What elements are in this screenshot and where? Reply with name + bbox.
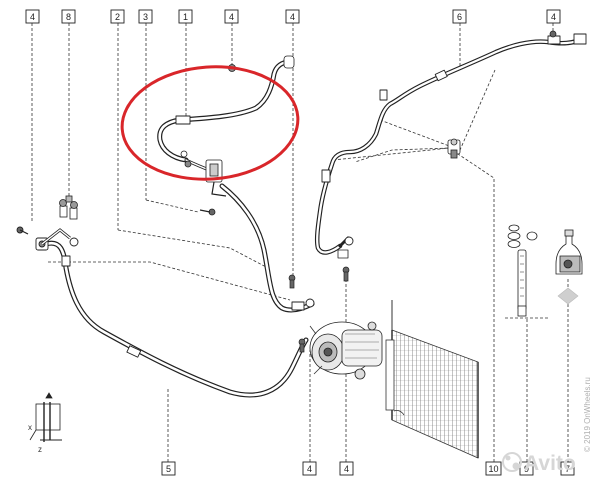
callout-label: 6 bbox=[457, 12, 462, 22]
callout-label: 1 bbox=[183, 12, 188, 22]
pipe-fittings bbox=[180, 55, 295, 216]
liquid-line-pipe bbox=[314, 30, 587, 259]
group-bracket-left bbox=[48, 261, 291, 301]
axis-x-label: x bbox=[28, 423, 32, 432]
callout-box-5: 5 bbox=[161, 461, 176, 476]
callout-label: 10 bbox=[488, 464, 498, 474]
callout-box-6: 6 bbox=[452, 9, 467, 24]
ac-compressor bbox=[309, 321, 383, 380]
copyright-watermark: © 2019 OnWheels.ru bbox=[583, 377, 592, 452]
service-valve bbox=[447, 138, 461, 159]
callout-box-4-top-a: 4 bbox=[224, 9, 239, 24]
callout-box-4-bottom-a: 4 bbox=[302, 461, 317, 476]
group-bracket-right bbox=[332, 147, 451, 163]
callout-label: 8 bbox=[66, 12, 71, 22]
callout-box-4-left: 4 bbox=[25, 9, 40, 24]
callout-box-4-top-right: 4 bbox=[546, 9, 561, 24]
callout-label: 4 bbox=[290, 12, 295, 22]
leader-line-3-run bbox=[145, 199, 199, 213]
dryer-cartridge-kit bbox=[507, 224, 538, 317]
callout-label: 2 bbox=[115, 12, 120, 22]
callout-box-2: 2 bbox=[110, 9, 125, 24]
callout-label: 7 bbox=[565, 464, 570, 474]
refrigerant-oil-bottle bbox=[555, 229, 583, 275]
callout-label: 4 bbox=[551, 12, 556, 22]
fitting-set bbox=[59, 195, 78, 220]
callout-label: 4 bbox=[344, 464, 349, 474]
discharge-hose bbox=[219, 183, 315, 313]
left-fitting-assembly bbox=[16, 226, 79, 251]
callout-box-4-top-b: 4 bbox=[285, 9, 300, 24]
highlight-circle bbox=[120, 65, 300, 181]
callout-box-8: 8 bbox=[61, 9, 76, 24]
axis-orientation-icon: x z bbox=[28, 392, 62, 454]
callout-box-7: 7 bbox=[560, 461, 575, 476]
callout-box-4-bottom-b: 4 bbox=[339, 461, 354, 476]
callout-label: 4 bbox=[229, 12, 234, 22]
leader-line-10 bbox=[454, 151, 495, 462]
callout-label: 4 bbox=[30, 12, 35, 22]
group-bracket-upper bbox=[379, 69, 496, 151]
avito-watermark-text: Avito bbox=[524, 452, 576, 475]
callout-label: 4 bbox=[307, 464, 312, 474]
callout-box-3: 3 bbox=[138, 9, 153, 24]
condenser bbox=[385, 300, 479, 459]
callout-box-9: 9 bbox=[519, 461, 534, 476]
axis-z-label: z bbox=[38, 445, 42, 454]
avito-watermark: Avito bbox=[502, 452, 576, 475]
brand-logo-diamond bbox=[557, 287, 579, 305]
callout-label: 9 bbox=[524, 464, 529, 474]
leader-lines bbox=[31, 23, 569, 462]
callout-label: 3 bbox=[143, 12, 148, 22]
suction-hose bbox=[43, 240, 309, 398]
leader-line-2-run bbox=[117, 229, 269, 269]
callout-label: 5 bbox=[166, 464, 171, 474]
callout-box-10: 10 bbox=[485, 461, 502, 476]
bolts bbox=[288, 266, 350, 353]
callout-box-1: 1 bbox=[178, 9, 193, 24]
